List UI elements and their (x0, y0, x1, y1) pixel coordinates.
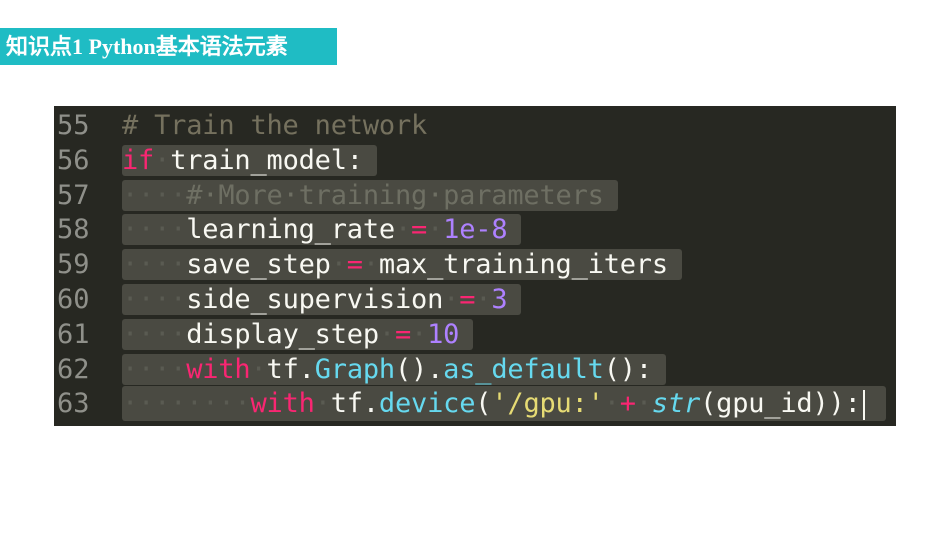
line-number: 55 (57, 110, 90, 141)
code-token: str (651, 388, 701, 420)
code-line[interactable]: 57 ····#·More·training·parameters (54, 178, 896, 213)
code-token: ···· (122, 318, 187, 350)
selection-highlight: ········with·tf.device('/gpu:'·+·str(gpu… (122, 386, 886, 422)
code-token: · (411, 318, 428, 350)
code-token: · (154, 144, 171, 176)
code-token: ···· (122, 179, 187, 211)
code-text: ····save_step·=·max_training_iters (122, 247, 682, 282)
code-token: Graph (314, 353, 395, 385)
code-token: · (330, 249, 347, 281)
code-line[interactable]: 62 ····with·tf.Graph().as_default(): (54, 352, 896, 387)
code-token: · (635, 388, 652, 420)
line-number: 62 (57, 353, 90, 385)
code-line[interactable]: 59····save_step·=·max_training_iters (54, 247, 896, 282)
code-text: ····learning_rate·=·1e-8 (122, 212, 522, 247)
code-token: · (427, 214, 444, 246)
selection-highlight: ····#·More·training·parameters (122, 179, 618, 211)
code-line[interactable]: 63········with·tf.device('/gpu:'·+·str(g… (54, 386, 896, 422)
line-number: 61 (57, 318, 90, 350)
selection-highlight: ····save_step·=·max_training_iters (122, 249, 682, 281)
code-text: ····#·More·training·parameters (122, 178, 618, 213)
selection-highlight: ····display_step·=·10 (122, 318, 474, 350)
selection-highlight: ····learning_rate·=·1e-8 (122, 214, 522, 246)
code-token: display_step (186, 318, 379, 350)
code-token: tf. (330, 388, 379, 420)
code-token: · (314, 388, 331, 420)
code-text: ····side_supervision·=·3 (122, 282, 522, 317)
code-token: with (250, 388, 315, 420)
code-text: ····display_step·=·10 (122, 317, 474, 352)
code-token: · (250, 353, 267, 385)
code-token: tf. (266, 353, 315, 385)
code-token: (gpu_id)): (700, 388, 861, 420)
line-number: 56 (57, 144, 90, 176)
code-token: learning_rate (186, 214, 395, 246)
code-content: # Train the network (122, 110, 427, 141)
code-token: 3 (491, 284, 508, 315)
code-token: ···· (122, 214, 187, 246)
code-token: if (122, 144, 155, 176)
code-token: · (378, 318, 395, 350)
code-token: · (362, 249, 379, 281)
code-line[interactable]: 61····display_step·=·10 (54, 317, 896, 352)
section-title: 知识点1 Python基本语法元素 (0, 28, 337, 65)
line-number: 59 (57, 249, 90, 281)
text-cursor (862, 389, 865, 420)
code-token: max_training_iters (378, 249, 668, 281)
code-line[interactable]: 56 if·train_model: (54, 143, 896, 178)
selection-highlight: ····side_supervision·=·3 (122, 284, 522, 315)
code-token: #·More·training·parameters (186, 179, 604, 211)
code-token: ···· (122, 353, 187, 385)
code-line[interactable]: 55 # Train the network (54, 108, 896, 143)
code-token: with (186, 353, 251, 385)
code-token: = (459, 284, 476, 315)
code-text: ········with·tf.device('/gpu:'·+·str(gpu… (122, 386, 886, 422)
code-text: # Train the network (122, 108, 427, 143)
code-token: = (346, 249, 363, 281)
code-token: = (411, 214, 428, 246)
code-token: · (475, 284, 492, 315)
code-token: save_step (186, 249, 331, 281)
code-token: ···· (122, 249, 187, 281)
code-text: ····with·tf.Graph().as_default(): (122, 352, 666, 387)
line-number: 58 (57, 214, 90, 246)
selection-highlight: if·train_model: (122, 144, 377, 176)
code-token: as_default (443, 353, 604, 385)
code-line[interactable]: 60····side_supervision·=·3 (54, 282, 896, 317)
code-token: device (378, 388, 476, 420)
code-token: ···· (122, 284, 187, 315)
code-line[interactable]: 58····learning_rate·=·1e-8 (54, 212, 896, 247)
line-number: 63 (57, 388, 90, 420)
code-token: · (443, 284, 460, 315)
code-token: (): (603, 353, 652, 385)
code-token: · (603, 388, 620, 420)
code-token: · (394, 214, 412, 246)
code-token: ( (475, 388, 492, 420)
code-token: ········ (122, 388, 251, 420)
code-token: '/gpu:' (491, 388, 604, 420)
code-token: + (619, 388, 636, 420)
code-token: (). (394, 353, 444, 385)
code-token: train_model: (170, 144, 363, 176)
code-token: # Train the network (122, 110, 428, 141)
selection-highlight: ····with·tf.Graph().as_default(): (122, 353, 666, 385)
code-text: if·train_model: (122, 143, 377, 178)
code-token: 10 (427, 318, 460, 350)
line-number: 60 (57, 284, 90, 315)
code-token: side_supervision (186, 284, 444, 315)
code-token: 1e-8 (443, 214, 508, 246)
line-number: 57 (57, 179, 90, 211)
code-token: = (394, 318, 412, 350)
